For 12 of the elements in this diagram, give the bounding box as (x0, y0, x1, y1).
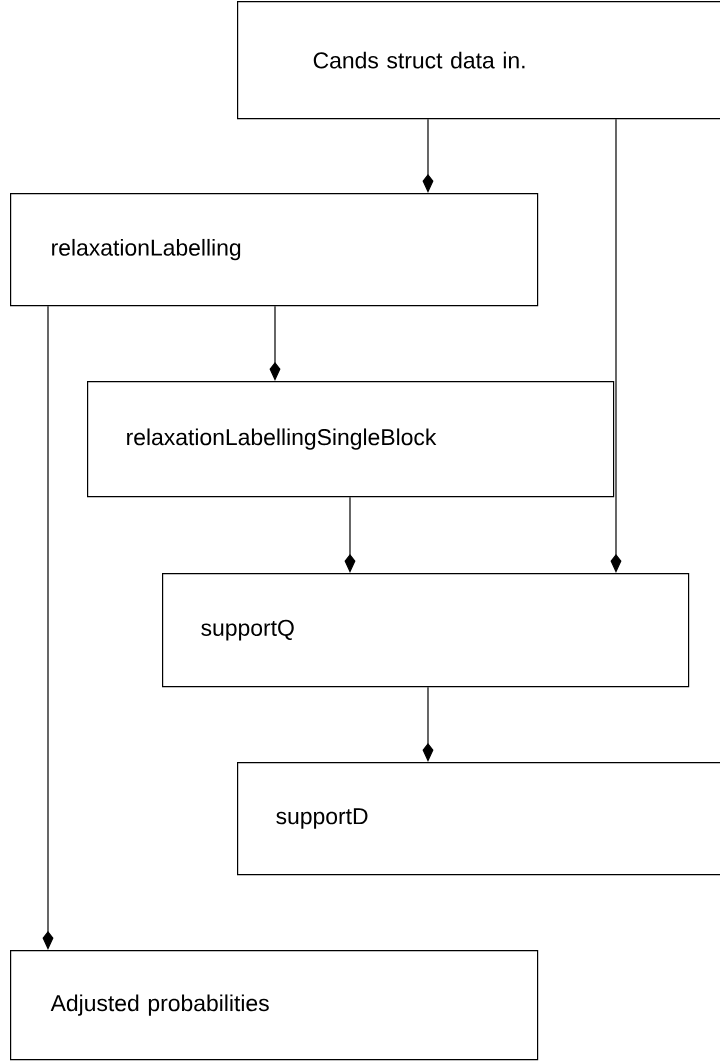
arrow (269, 305, 281, 381)
process-box: supportD (237, 762, 720, 876)
process-box: supportQ (162, 573, 690, 688)
process-box: relaxationLabelling (10, 193, 539, 307)
arrow (422, 118, 434, 193)
arrow (344, 496, 356, 573)
process-box: Cands struct data in. (237, 1, 720, 120)
arrow (42, 305, 54, 950)
process-box: relaxationLabellingSingleBlock (87, 381, 615, 498)
process-box: Adjusted probabilities (10, 950, 539, 1061)
arrow (422, 686, 434, 762)
arrow (610, 118, 622, 573)
